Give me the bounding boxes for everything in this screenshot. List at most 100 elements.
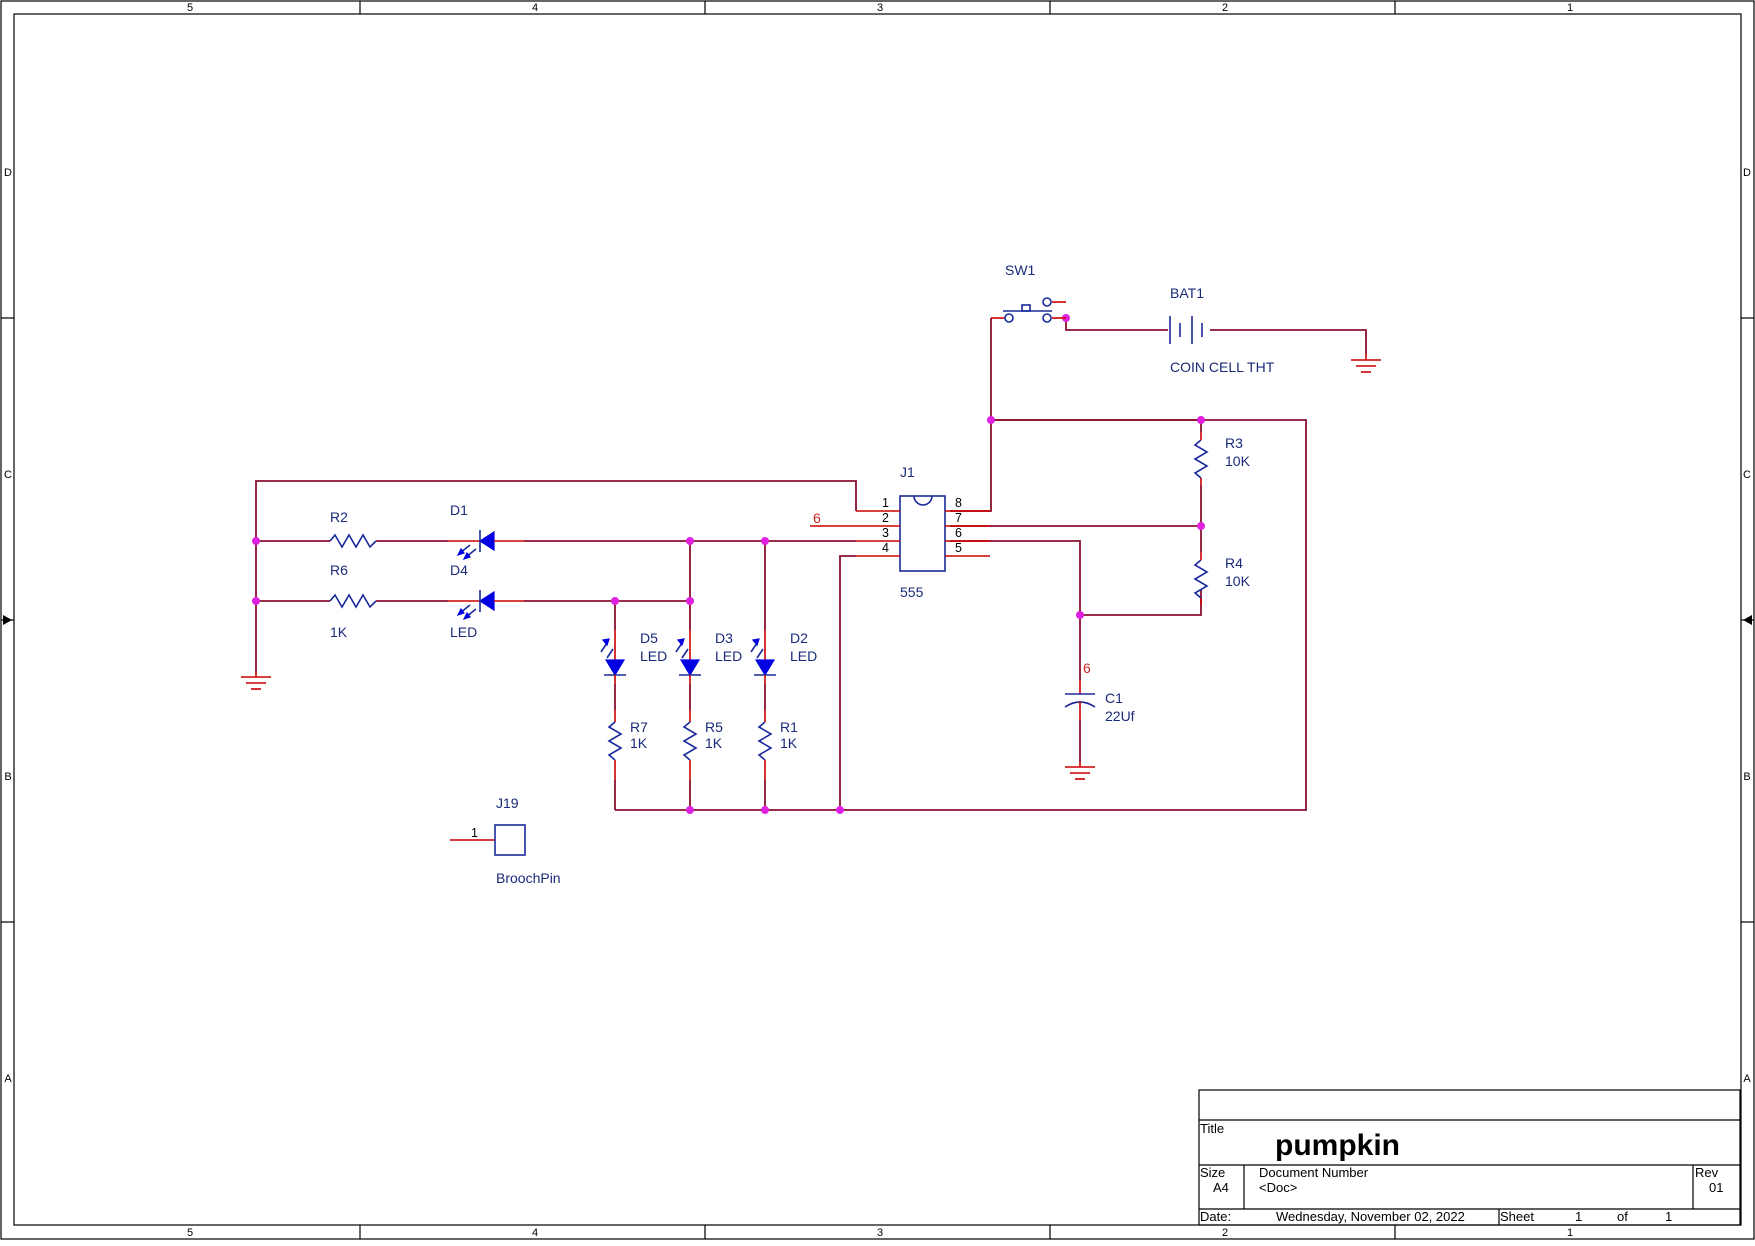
junction-dot [252,597,260,605]
r1-ref: R1 [780,719,798,735]
rev-value: 01 [1709,1180,1723,1195]
r4-resistor[interactable]: R4 10K [1193,552,1251,605]
junction-dot [1197,522,1205,530]
zone-col-top-5: 5 [187,2,193,14]
j1-ref: J1 [900,464,915,480]
j1-pin-6: 6 [955,526,962,540]
sheet-value: 1 [1575,1209,1582,1224]
zone-col-bottom-3: 3 [877,1227,883,1239]
d1-led[interactable]: D1 [448,502,524,561]
zone-row-right-b: B [1743,771,1750,783]
j19-value: BroochPin [496,870,561,886]
sw1-pushbutton[interactable]: SW1 [991,262,1066,323]
date-label: Date: [1200,1209,1231,1224]
j1-pin-1: 1 [882,496,889,510]
junction-dot [761,806,769,814]
ground-bat [1351,354,1381,373]
zone-row-left-d: D [4,167,12,179]
c1-capacitor[interactable]: C1 22Uf [1064,680,1135,724]
zone-col-top-3: 3 [877,2,883,14]
sheet-total: 1 [1665,1209,1672,1224]
d3-led[interactable]: D3 LED [675,630,742,684]
junction-dot [611,597,619,605]
junction-dot [686,537,694,545]
zone-row-right-c: C [1743,469,1751,481]
r1-resistor[interactable]: R1 1K [757,710,798,780]
j1-value: 555 [900,584,924,600]
d2-led[interactable]: D2 LED [750,630,817,684]
c1-ref: C1 [1105,690,1123,706]
zone-col-bottom-1: 1 [1567,1227,1573,1239]
r5-ref: R5 [705,719,723,735]
r7-resistor[interactable]: R7 1K [607,710,648,780]
zone-col-bottom-4: 4 [532,1227,538,1239]
d3-ref: D3 [715,630,733,646]
zone-col-top-4: 4 [532,2,538,14]
rev-label: Rev [1695,1165,1719,1180]
bat1-value: COIN CELL THT [1170,359,1275,375]
junction-dot [987,416,995,424]
r1-value: 1K [780,735,798,751]
d4-led[interactable]: D4 LED [448,562,524,640]
ground-cap [1065,762,1095,780]
junction-dot [1197,416,1205,424]
r2-resistor[interactable]: R2 [329,509,377,549]
zone-col-top-2: 2 [1222,2,1228,14]
zone-col-bottom-2: 2 [1222,1227,1228,1239]
r4-ref: R4 [1225,555,1243,571]
r5-resistor[interactable]: R5 1K [682,710,723,780]
junction-dot [761,537,769,545]
d5-value: LED [640,648,667,664]
r6-ref: R6 [330,562,348,578]
r2-ref: R2 [330,509,348,525]
d4-value: LED [450,624,477,640]
d3-value: LED [715,648,742,664]
r5-value: 1K [705,735,723,751]
sheet-label: Sheet [1500,1209,1534,1224]
junctions [252,314,1205,814]
d2-value: LED [790,648,817,664]
wires [255,318,1367,811]
d1-ref: D1 [450,502,468,518]
doc-number-value: <Doc> [1259,1180,1297,1195]
r6-resistor[interactable]: R6 1K [329,562,377,640]
c1-value: 22Uf [1105,708,1135,724]
junction-dot [836,806,844,814]
d4-ref: D4 [450,562,468,578]
j1-pin-4: 4 [882,541,889,555]
sw1-ref: SW1 [1005,262,1036,278]
junction-dot [252,537,260,545]
j1-pin-8: 8 [955,496,962,510]
r6-value: 1K [330,624,348,640]
j1-pin-2: 2 [882,511,889,525]
size-label: Size [1200,1165,1225,1180]
j19-connector[interactable]: 1 J19 BroochPin [450,795,561,886]
r7-value: 1K [630,735,648,751]
zone-row-left-c: C [4,469,12,481]
doc-number-label: Document Number [1259,1165,1369,1180]
zone-col-top-1: 1 [1567,2,1573,14]
bat1-ref: BAT1 [1170,285,1204,301]
j19-ref: J19 [496,795,519,811]
d2-ref: D2 [790,630,808,646]
j1-555-ic[interactable]: 1 2 3 4 8 7 6 5 J1 555 [856,464,990,600]
net-label-cap: 6 [1083,660,1091,676]
zone-col-bottom-5: 5 [187,1227,193,1239]
r4-value: 10K [1225,573,1251,589]
d5-led[interactable]: D5 LED [600,630,667,684]
j1-pin-3: 3 [882,526,889,540]
r3-value: 10K [1225,453,1251,469]
title-label: Title [1200,1121,1224,1136]
sheet-of-label: of [1617,1209,1628,1224]
j19-pin-1: 1 [471,826,478,840]
r3-resistor[interactable]: R3 10K [1193,432,1251,485]
zone-row-left-b: B [4,771,11,783]
title-block: Title pumpkin Size A4 Document Number <D… [1198,1089,1741,1226]
junction-dot [686,597,694,605]
ground-left [241,672,271,690]
net-label-trig: 6 [813,510,821,526]
bat1-battery[interactable]: BAT1 COIN CELL THT [1169,285,1275,375]
